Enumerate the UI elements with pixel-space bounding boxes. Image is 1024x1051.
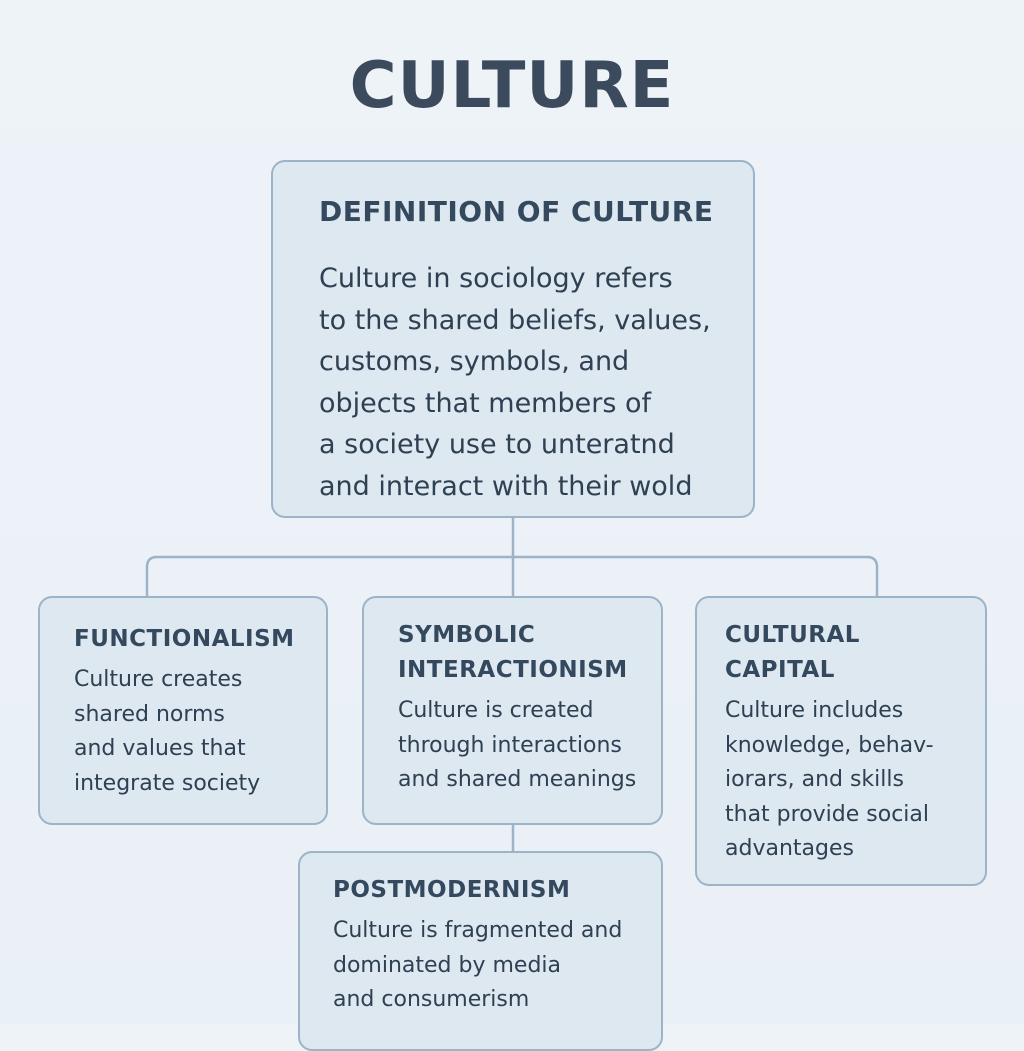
functionalism-box: FUNCTIONALISM Culture creates shared nor…: [38, 596, 328, 825]
text-line: Culture creates: [74, 667, 243, 692]
definition-line: and interact with their wold: [319, 470, 693, 502]
text-line: advantages: [725, 836, 854, 861]
cultural-capital-heading: CULTURAL CAPITAL: [725, 618, 977, 688]
symbolic-interactionism-box: SYMBOLIC INTERACTIONISM Culture is creat…: [362, 596, 663, 825]
text-line: Culture is created: [398, 698, 594, 723]
heading-line: CAPITAL: [725, 657, 835, 683]
definition-heading: DEFINITION OF CULTURE: [319, 195, 714, 228]
text-line: dominated by media: [333, 952, 562, 978]
text-line: shared norms: [74, 701, 225, 727]
functionalism-text: Culture creates shared norms and values …: [74, 663, 318, 801]
postmodernism-box: POSTMODERNISM Culture is fragmented and …: [298, 851, 663, 1051]
text-line: integrate society: [74, 770, 261, 796]
text-line: through interactions: [398, 732, 622, 758]
definition-box: DEFINITION OF CULTURE Culture in sociolo…: [271, 160, 755, 518]
text-line: Culture is fragmented and: [333, 918, 623, 943]
functionalism-heading: FUNCTIONALISM: [74, 622, 318, 657]
definition-line: a society use to unteratnd: [319, 429, 675, 460]
definition-line: to the shared beliefs, values,: [319, 304, 711, 336]
definition-text: Culture in sociology refers to the share…: [319, 258, 733, 507]
text-line: and consumerism: [333, 987, 530, 1012]
text-line: and shared meanings: [398, 767, 637, 792]
postmodernism-text: Culture is fragmented and dominated by m…: [333, 914, 653, 1018]
heading-line: FUNCTIONALISM: [74, 626, 295, 652]
connector-lines: [145, 518, 879, 851]
postmodernism-heading: POSTMODERNISM: [333, 873, 653, 908]
text-line: Culture includes: [725, 698, 904, 723]
heading-line: CULTURAL: [725, 622, 860, 648]
heading-line: POSTMODERNISM: [333, 877, 571, 903]
diagram-title: CULTURE: [349, 49, 675, 123]
definition-line: objects that members of: [319, 387, 652, 419]
cultural-capital-text: Culture includes knowledge, behav- iorar…: [725, 694, 977, 867]
heading-line: INTERACTIONISM: [398, 657, 628, 683]
symbolic-interactionism-text: Culture is created through interactions …: [398, 694, 653, 798]
heading-line: SYMBOLIC: [398, 622, 536, 648]
text-line: iorars, and skills: [725, 767, 904, 792]
definition-line: Culture in sociology refers: [319, 263, 673, 294]
symbolic-interactionism-heading: SYMBOLIC INTERACTIONISM: [398, 618, 653, 688]
definition-line: customs, symbols, and: [319, 346, 630, 377]
cultural-capital-box: CULTURAL CAPITAL Culture includes knowle…: [695, 596, 987, 886]
text-line: and values that: [74, 736, 246, 761]
text-line: that provide social: [725, 801, 930, 827]
text-line: knowledge, behav-: [725, 732, 934, 758]
